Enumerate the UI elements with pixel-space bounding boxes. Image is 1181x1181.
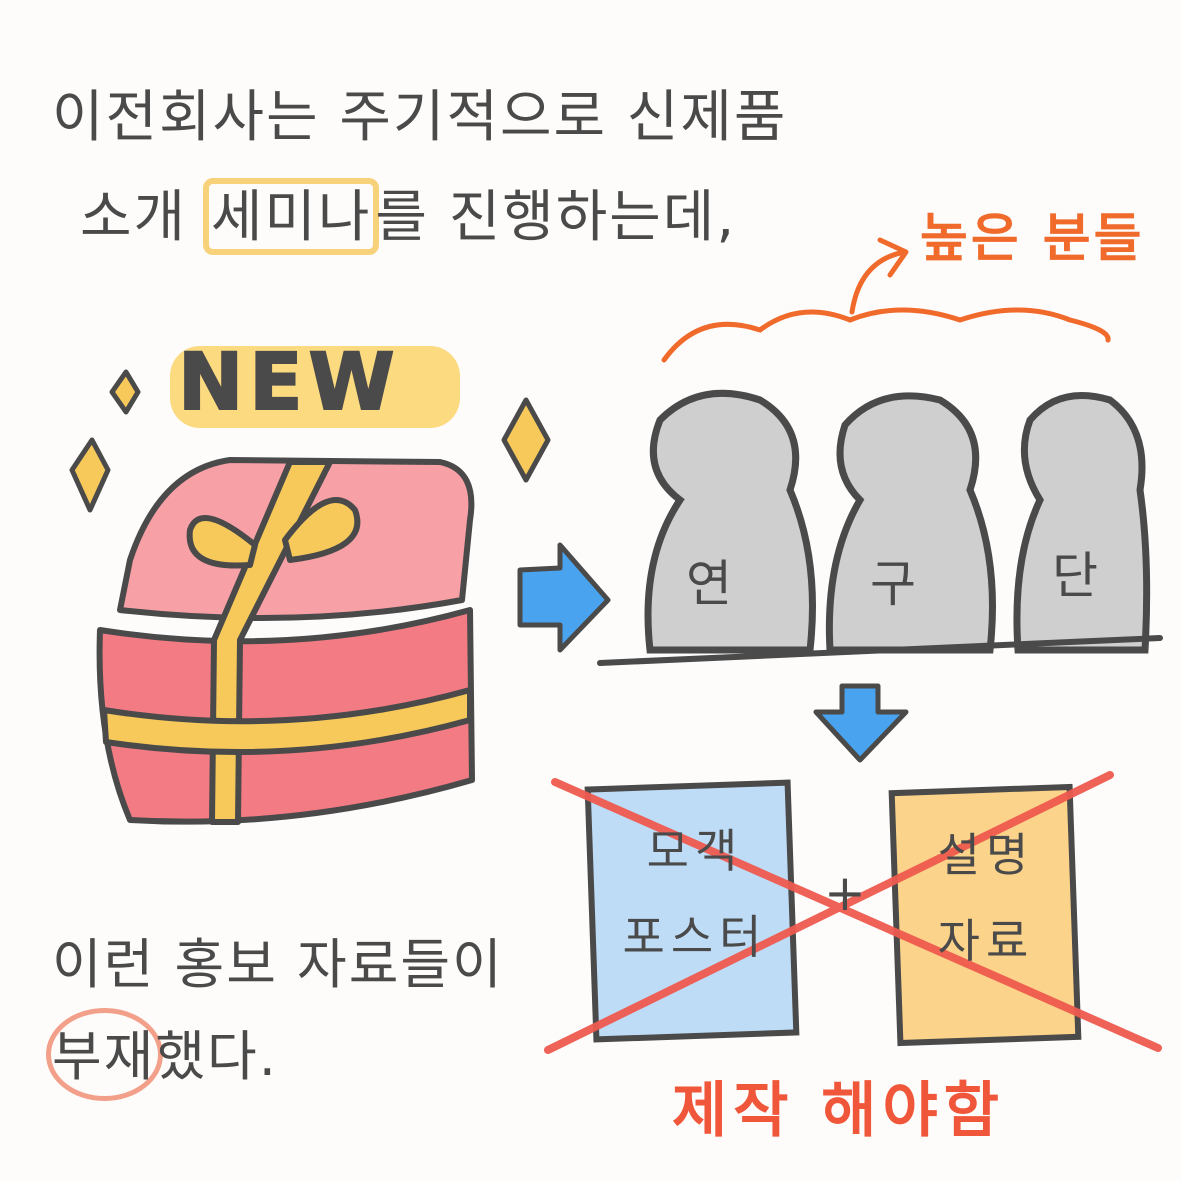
plus-sign: + [824, 864, 866, 922]
sparkle-icon [501, 397, 551, 483]
caption-line-3: 이런 홍보 자료들이 [52, 933, 504, 996]
material-text: 설명 자료 [898, 812, 1074, 984]
arrow-up-right-icon [849, 237, 909, 315]
new-label: NEW [177, 337, 401, 429]
figure-label-1: 연 [686, 555, 732, 613]
caption-line-2: 소개 세미나를 진행하는데, [80, 172, 737, 255]
sparkle-icon [109, 369, 141, 415]
arrow-right-icon [517, 542, 611, 653]
new-label-background [170, 346, 460, 428]
highlight-absence: 부재 [45, 1008, 164, 1101]
material-document [888, 783, 1082, 1047]
annotation-high-people: 높은 분들 [920, 209, 1145, 269]
poster-text: 모객 포스터 [600, 808, 790, 980]
caption-line-1: 이전회사는 주기적으로 신제품 [52, 85, 788, 150]
person-figure-icon [825, 392, 996, 654]
figure-label-3: 단 [1052, 547, 1098, 605]
person-figure-icon [644, 389, 816, 654]
poster-document [584, 779, 800, 1043]
caption-line-2-suffix: 를 진행하는데, [375, 185, 737, 250]
poster-text-line-2: 포스터 [622, 910, 768, 964]
sparkle-icons [69, 369, 551, 513]
caption-line-2-prefix: 소개 [80, 185, 207, 250]
material-text-line-2: 자료 [937, 914, 1035, 968]
caption-line-4-suffix: 했다. [155, 1025, 278, 1088]
cross-out-mark [544, 771, 1162, 1054]
shelf-line [597, 635, 1163, 666]
material-text-line-1: 설명 [937, 828, 1035, 882]
annotation-must-make: 제작 해야함 [672, 1076, 1005, 1146]
bracket-annotation [661, 307, 1111, 363]
sparkle-icon [69, 437, 111, 513]
poster-text-line-1: 모객 [646, 824, 744, 878]
caption-line-4: 부재했다. [45, 1008, 278, 1101]
figure-label-2: 구 [870, 555, 916, 613]
person-figure-icon [1013, 392, 1151, 654]
arrow-down-icon [813, 683, 909, 763]
gift-box-icon [96, 457, 475, 825]
figure-icons [644, 389, 1151, 654]
